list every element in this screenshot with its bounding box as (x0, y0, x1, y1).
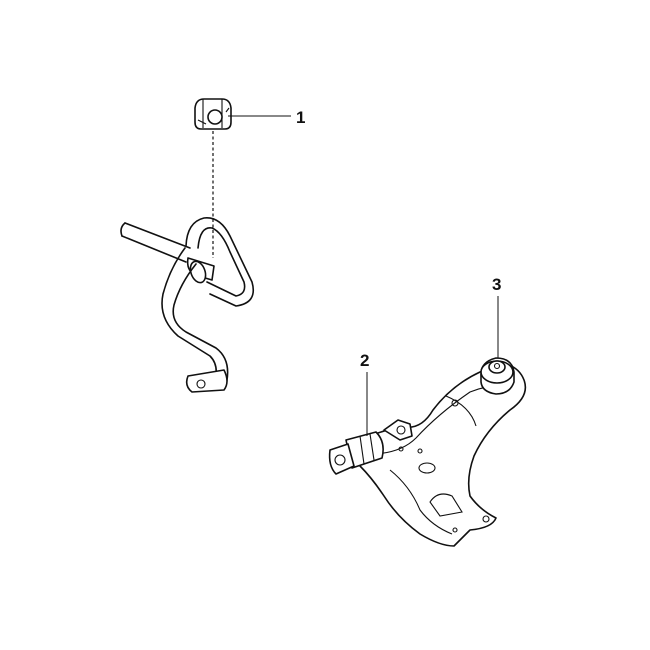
callout-3: 3 (492, 275, 501, 294)
rear-bushing[interactable] (480, 357, 515, 395)
callout-2: 2 (360, 351, 369, 370)
callout-1: 1 (296, 108, 305, 127)
stabilizer-bar[interactable] (120, 217, 255, 393)
lower-control-arm[interactable] (359, 361, 527, 547)
front-bushing[interactable] (328, 431, 384, 475)
stabilizer-bushing[interactable] (194, 98, 232, 130)
